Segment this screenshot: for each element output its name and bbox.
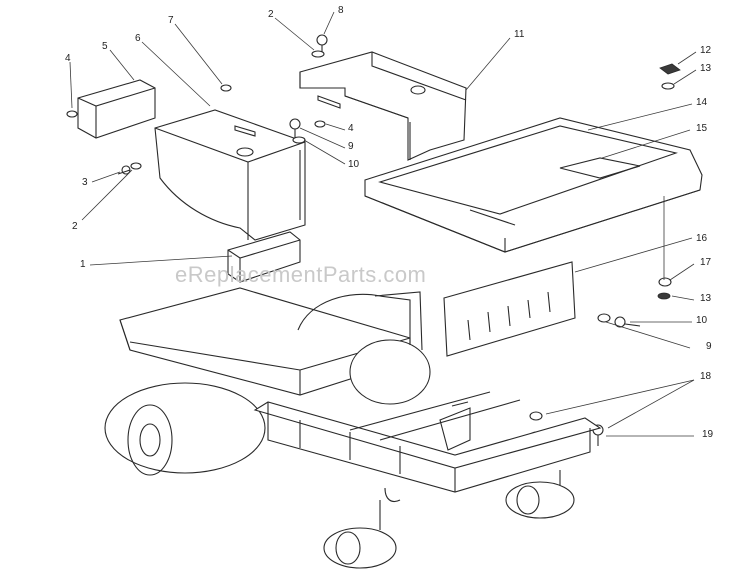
callout-6: 6 — [135, 33, 141, 44]
fasteners — [66, 34, 681, 446]
callout-15: 15 — [696, 123, 708, 134]
callout-16: 16 — [696, 233, 708, 244]
callout-18: 18 — [700, 371, 712, 382]
callout-12: 12 — [700, 45, 712, 56]
leader-lines — [69, 11, 697, 437]
callout-7: 7 — [168, 15, 174, 26]
callout-19: 19 — [702, 429, 714, 440]
callout-11: 11 — [514, 29, 525, 40]
callout-5: 5 — [102, 41, 108, 52]
callout-2: 2 — [268, 9, 274, 20]
callout-3: 3 — [82, 177, 88, 188]
chassis — [104, 287, 602, 569]
watermark-text: eReplacementParts.com — [175, 262, 427, 287]
mounting-plate — [443, 261, 576, 357]
mount-bracket — [77, 79, 156, 139]
hinge-plate — [227, 231, 301, 283]
callout-9: 9 — [348, 141, 354, 152]
callout-13: 13 — [700, 293, 712, 304]
callout-8: 8 — [338, 5, 344, 16]
seat — [364, 117, 703, 253]
callout-2: 2 — [72, 221, 78, 232]
callout-14: 14 — [696, 97, 708, 108]
callout-13: 13 — [700, 63, 712, 74]
callout-1: 1 — [80, 259, 86, 270]
callout-17: 17 — [700, 257, 712, 268]
callout-4: 4 — [348, 123, 354, 134]
callout-9: 9 — [706, 341, 712, 352]
fender-cover — [154, 109, 306, 241]
callout-10: 10 — [696, 315, 708, 326]
callout-4: 4 — [65, 53, 71, 64]
seat-bracket — [299, 51, 467, 161]
callout-10: 10 — [348, 159, 360, 170]
